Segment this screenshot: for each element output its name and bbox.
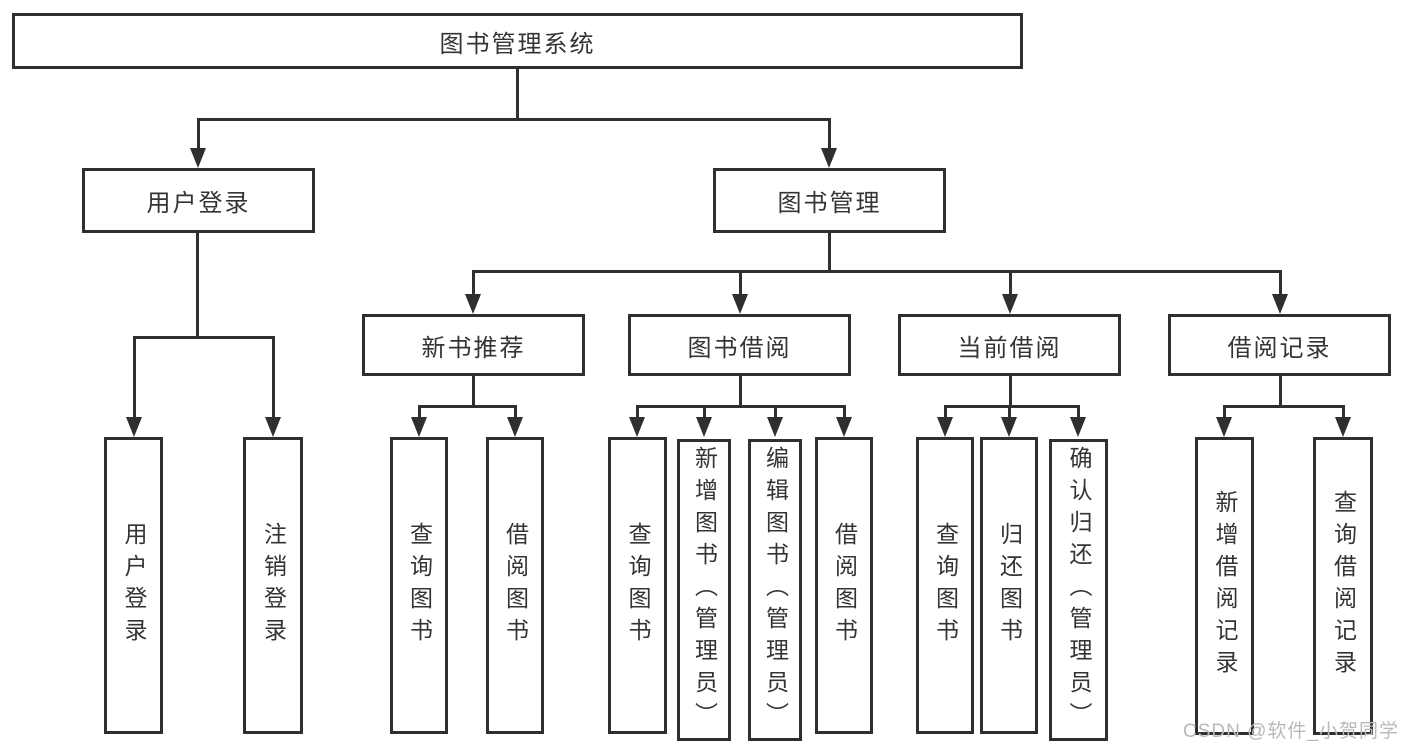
connector-line — [516, 69, 519, 120]
connector-line — [1279, 270, 1282, 296]
connector-line — [514, 405, 517, 419]
connector-line — [1009, 270, 1012, 296]
connector-line — [197, 118, 830, 121]
node-book-management-label: 图书管理 — [777, 190, 882, 217]
connector-line — [774, 405, 777, 419]
connector-line — [418, 405, 516, 408]
leaf-user-login: 用户登录 — [104, 437, 163, 734]
arrowhead-icon — [629, 417, 645, 437]
leaf-borrow-books-2: 借阅图书 — [815, 437, 873, 734]
leaf-edit-book-admin: 编辑图书（管理员） — [748, 439, 802, 741]
node-book-management: 图书管理 — [713, 168, 946, 233]
connector-line — [944, 405, 947, 419]
node-root: 图书管理系统 — [12, 13, 1023, 69]
leaf-query-books-3-label: 查询图书 — [932, 521, 959, 650]
node-root-label: 图书管理系统 — [439, 30, 596, 58]
leaf-logout-label: 注销登录 — [260, 521, 287, 650]
connector-line — [1008, 405, 1011, 419]
connector-line — [636, 405, 639, 419]
connector-line — [1279, 376, 1282, 407]
connector-line — [1342, 405, 1345, 419]
arrowhead-icon — [1272, 294, 1288, 314]
connector-line — [739, 270, 742, 296]
leaf-return-book-label: 归还图书 — [996, 521, 1023, 650]
leaf-borrow-books-2-label: 借阅图书 — [831, 521, 858, 650]
node-borrowing-records-label: 借阅记录 — [1227, 334, 1332, 362]
leaf-add-borrow-record: 新增借阅记录 — [1195, 437, 1254, 735]
connector-line — [196, 233, 199, 338]
leaf-borrow-books-1-label: 借阅图书 — [502, 521, 529, 650]
node-user-login: 用户登录 — [82, 168, 315, 233]
leaf-confirm-return-admin: 确认归还（管理员） — [1049, 439, 1108, 741]
leaf-query-books-3: 查询图书 — [916, 437, 974, 734]
leaf-edit-book-admin-label: 编辑图书（管理员） — [762, 446, 789, 734]
connector-line — [272, 336, 275, 419]
connector-line — [828, 233, 831, 272]
leaf-add-book-admin-label: 新增图书（管理员） — [691, 446, 718, 734]
arrowhead-icon — [1335, 417, 1351, 437]
leaf-query-books-1-label: 查询图书 — [406, 521, 433, 650]
node-book-borrowing-label: 图书借阅 — [687, 334, 792, 362]
node-book-borrowing: 图书借阅 — [628, 314, 851, 376]
connector-line — [472, 376, 475, 407]
leaf-confirm-return-admin-label: 确认归还（管理员） — [1066, 446, 1092, 734]
arrowhead-icon — [937, 417, 953, 437]
arrowhead-icon — [465, 294, 481, 314]
connector-line — [472, 270, 1281, 273]
node-current-borrowing-label: 当前借阅 — [957, 334, 1062, 362]
arrowhead-icon — [507, 417, 523, 437]
connector-line — [944, 405, 1079, 408]
node-borrowing-records: 借阅记录 — [1168, 314, 1391, 376]
connector-line — [1077, 405, 1080, 419]
node-current-borrowing: 当前借阅 — [898, 314, 1121, 376]
connector-line — [1223, 405, 1344, 408]
connector-line — [133, 336, 274, 339]
arrowhead-icon — [265, 417, 281, 437]
connector-line — [1009, 376, 1012, 407]
node-new-book-recommend: 新书推荐 — [362, 314, 585, 376]
arrowhead-icon — [821, 148, 837, 168]
connector-line — [472, 270, 475, 296]
connector-line — [133, 336, 136, 419]
connector-line — [1223, 405, 1226, 419]
leaf-borrow-books-1: 借阅图书 — [486, 437, 544, 734]
connector-line — [828, 118, 831, 150]
leaf-query-books-1: 查询图书 — [390, 437, 448, 734]
csdn-watermark: CSDN @软件_小贺同学 — [1183, 721, 1399, 742]
arrowhead-icon — [190, 148, 206, 168]
leaf-query-books-2-label: 查询图书 — [625, 521, 651, 650]
arrowhead-icon — [126, 417, 142, 437]
arrowhead-icon — [1001, 417, 1017, 437]
arrowhead-icon — [411, 417, 427, 437]
arrowhead-icon — [1002, 294, 1018, 314]
arrowhead-icon — [732, 294, 748, 314]
arrowhead-icon — [767, 417, 783, 437]
leaf-query-borrow-record-label: 查询借阅记录 — [1330, 490, 1357, 682]
node-user-login-label: 用户登录 — [146, 190, 251, 217]
connector-line — [703, 405, 706, 419]
node-new-book-recommend-label: 新书推荐 — [421, 334, 526, 362]
arrowhead-icon — [836, 417, 852, 437]
leaf-return-book: 归还图书 — [980, 437, 1038, 734]
leaf-user-login-label: 用户登录 — [121, 521, 147, 650]
connector-line — [197, 118, 200, 150]
leaf-query-borrow-record: 查询借阅记录 — [1313, 437, 1373, 735]
connector-line — [739, 376, 742, 407]
connector-line — [843, 405, 846, 419]
arrowhead-icon — [1216, 417, 1232, 437]
connector-line — [418, 405, 421, 419]
leaf-add-borrow-record-label: 新增借阅记录 — [1212, 490, 1238, 682]
arrowhead-icon — [1070, 417, 1086, 437]
arrowhead-icon — [696, 417, 712, 437]
leaf-logout: 注销登录 — [243, 437, 303, 734]
connector-line — [636, 405, 845, 408]
leaf-query-books-2: 查询图书 — [608, 437, 667, 734]
leaf-add-book-admin: 新增图书（管理员） — [677, 439, 731, 741]
